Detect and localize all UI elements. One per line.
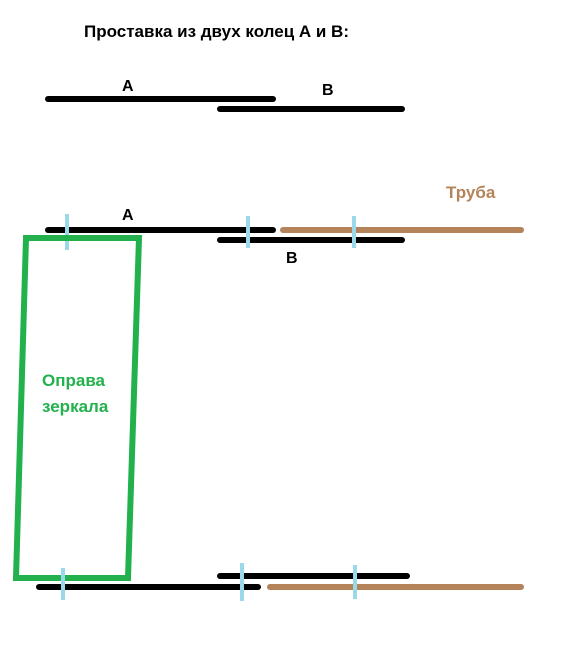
ring-b-label-top: В xyxy=(322,82,334,99)
mirror-mount-label-line2: зеркала xyxy=(42,397,109,416)
mirror-mount-label-line1: Оправа xyxy=(42,371,106,390)
assembly-lower-side xyxy=(36,563,524,601)
separate-rings-group: А В xyxy=(45,78,405,112)
tube-label: Труба xyxy=(446,183,496,202)
mirror-mount-group: Оправа зеркала xyxy=(12,235,143,581)
ring-a-label-assembly: А xyxy=(122,207,134,224)
diagram-title: Проставка из двух колец А и В: xyxy=(84,22,349,41)
assembly-upper-side: А В Труба xyxy=(45,183,524,267)
ring-b-label-assembly: В xyxy=(286,250,298,267)
ring-a-label-top: А xyxy=(122,78,134,95)
mirror-mount-frame xyxy=(12,235,143,581)
